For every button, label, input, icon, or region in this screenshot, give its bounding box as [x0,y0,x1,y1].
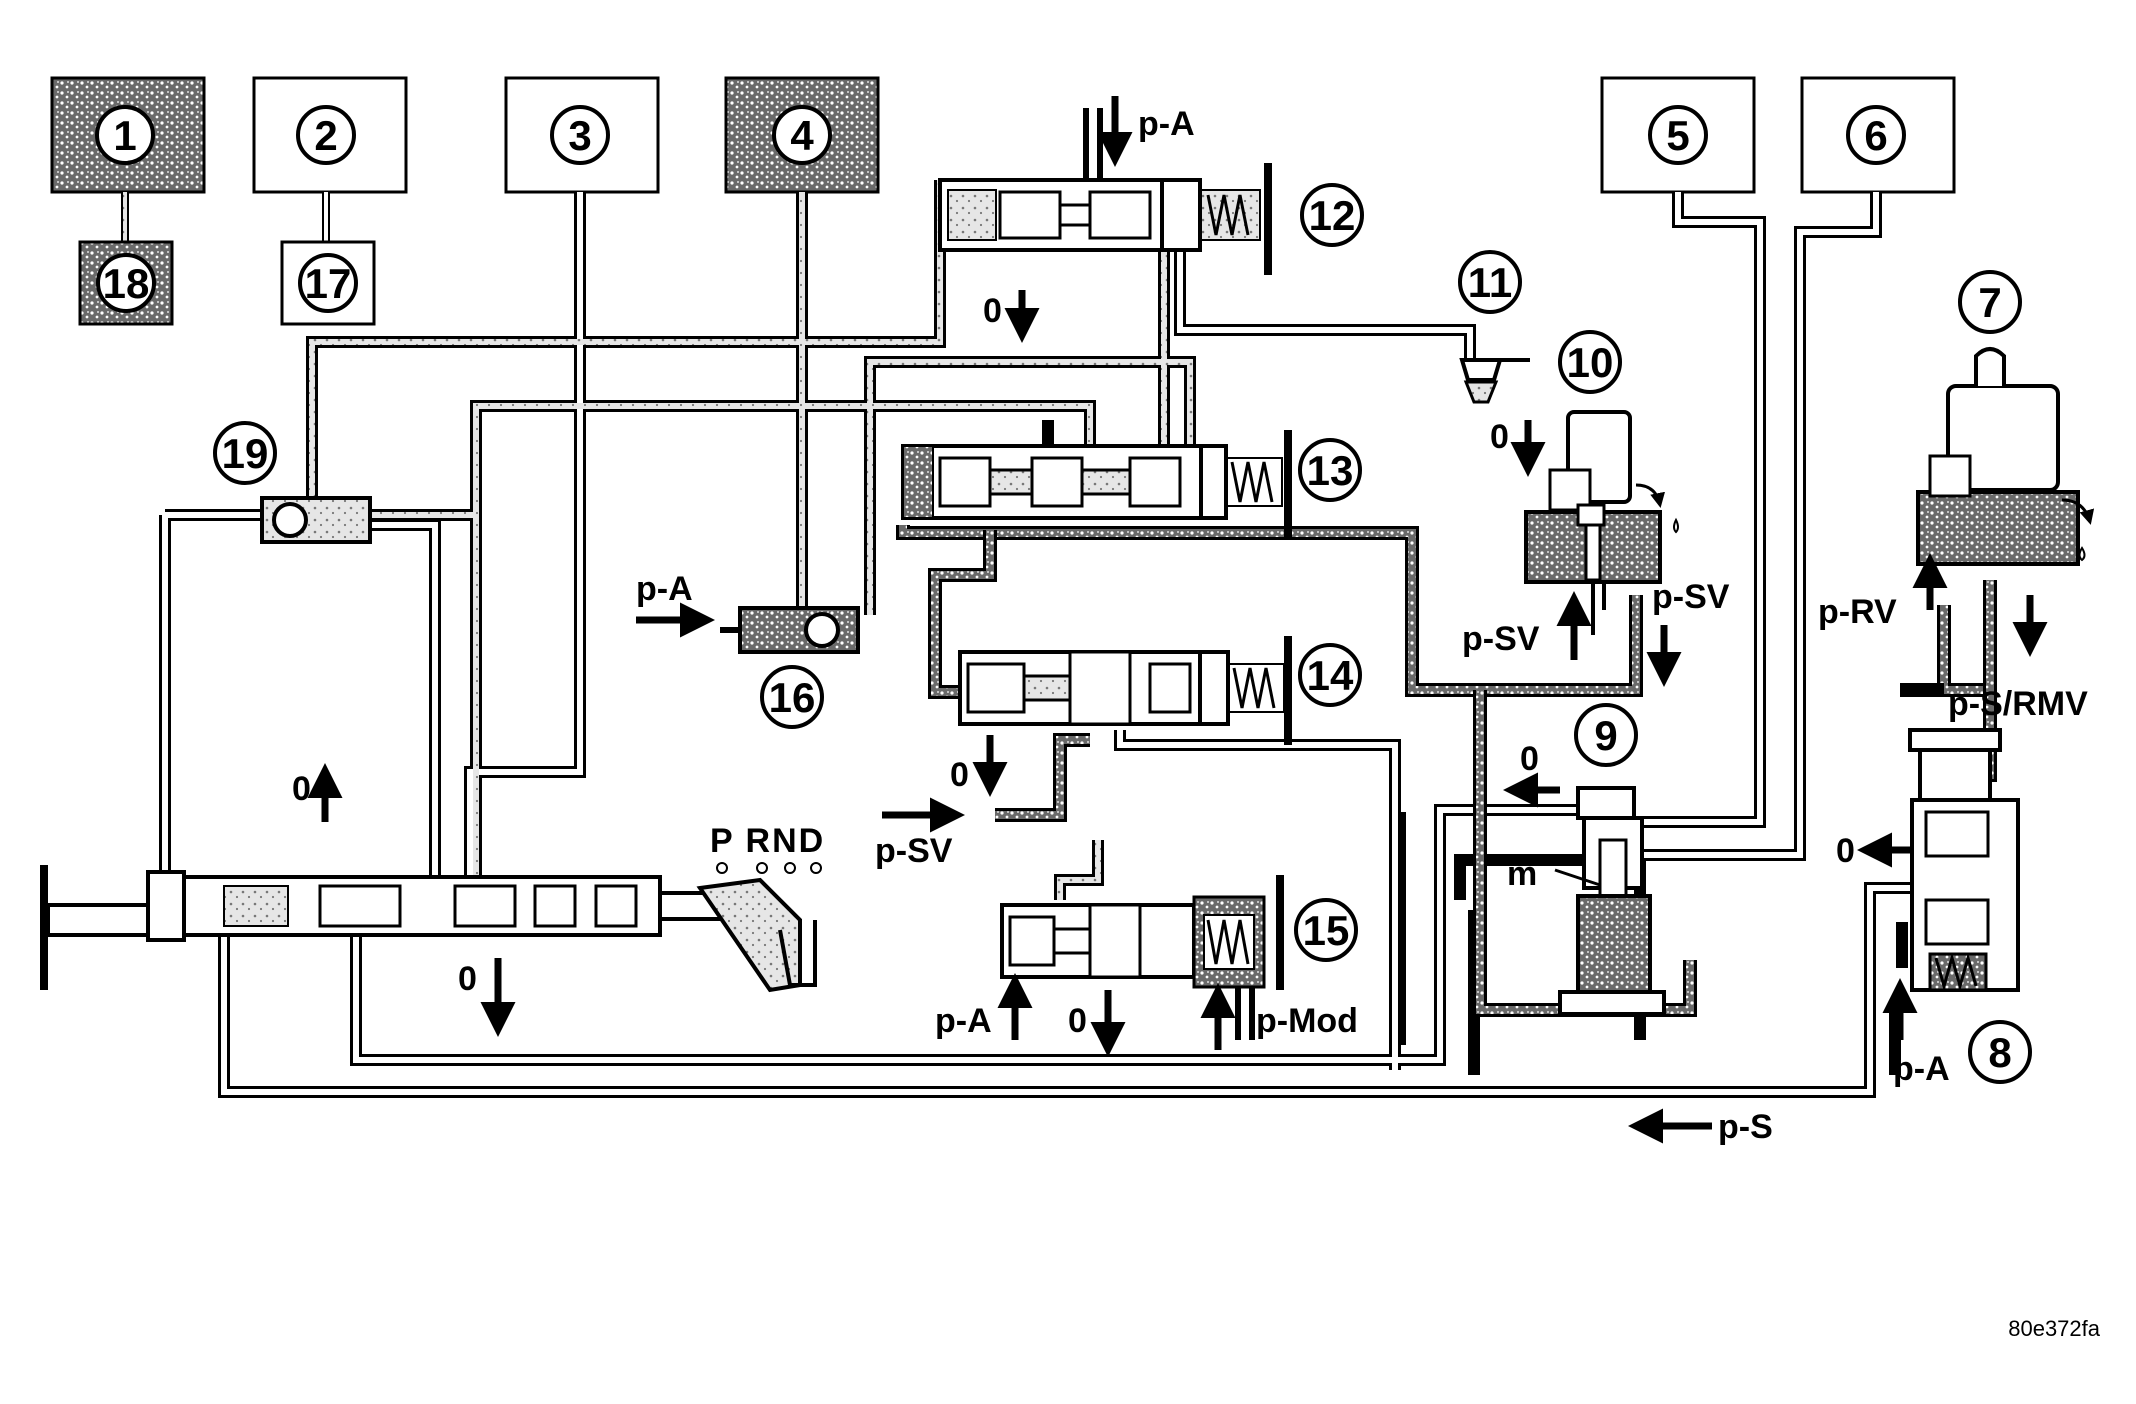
label-p-s-rmv: p-S/RMV [1948,685,2088,723]
component-1-label: 1 [113,112,136,159]
svg-text:9: 9 [1594,712,1617,759]
shuttle-valve-16 [720,606,860,654]
component-18-label: 18 [103,260,150,307]
pressure-labels: p-A p-A p-A p-A p-SV p-SV p-SV p-RV p-S/… [636,105,2088,1146]
label-m: m [1507,855,1537,893]
exhaust-labels: 0 0 0 0 0 0 0 0 [292,292,1855,1040]
callout-12: 12 [1300,183,1364,247]
shuttle-valve-19 [260,496,372,544]
label-p-sv-10b: p-SV [1652,578,1730,616]
component-3-label: 3 [568,112,591,159]
callout-13: 13 [1298,438,1362,502]
flow-arrows [307,96,2048,1144]
label-p-mod: p-Mod [1256,1002,1358,1040]
callout-8: 8 [1968,1020,2032,1084]
exhaust-0-selector-up: 0 [292,770,311,808]
exhaust-0-11: 0 [1490,418,1509,456]
exhaust-0-9: 0 [1520,740,1539,778]
component-1: 1 [50,76,206,194]
component-5: 5 [1600,76,1756,194]
callout-14: 14 [1298,643,1362,707]
callout-15: 15 [1294,898,1358,962]
component-2: 2 [252,76,408,194]
orifice-11 [1459,358,1530,404]
label-p-a-top: p-A [1138,105,1195,143]
valve-8 [1908,728,2020,992]
valve-15 [1000,875,1284,1040]
svg-text:12: 12 [1309,192,1356,239]
callout-7: 7 [1958,270,2022,334]
label-p-a-16: p-A [636,570,693,608]
component-4-label: 4 [790,112,814,159]
label-p-a-15: p-A [935,1002,992,1040]
exhaust-0-14: 0 [950,756,969,794]
label-p-sv-left: p-SV [875,832,953,870]
label-p-a-8: p-A [1893,1050,1950,1088]
svg-text:14: 14 [1307,652,1354,699]
svg-text:16: 16 [769,674,816,721]
component-4: 4 [724,76,880,194]
exhaust-0-12: 0 [983,292,1002,330]
exhaust-0-selector-down: 0 [458,960,477,998]
image-code: 80e372fa [2008,1316,2101,1341]
component-3: 3 [504,76,660,194]
exhaust-0-15: 0 [1068,1002,1087,1040]
callout-9: 9 [1574,703,1638,767]
callout-16: 16 [760,665,824,729]
valve-12 [938,108,1272,275]
label-p-sv-10a: p-SV [1462,620,1540,658]
component-17-label: 17 [305,260,352,307]
callout-10: 10 [1558,330,1622,394]
component-17: 17 [280,240,376,326]
svg-text:10: 10 [1567,339,1614,386]
component-6: 6 [1800,76,1956,194]
component-5-label: 5 [1666,112,1689,159]
component-18: 18 [78,240,174,326]
svg-text:7: 7 [1978,279,2001,326]
component-6-label: 6 [1864,112,1887,159]
svg-text:19: 19 [222,430,269,477]
solenoid-10 [1524,410,1679,635]
hydraulic-lines [159,180,1925,1098]
callout-19: 19 [213,421,277,485]
callout-11: 11 [1458,250,1522,314]
label-p-rv: p-RV [1818,593,1897,631]
valve-13 [901,430,1292,540]
manual-valve [40,862,822,993]
svg-text:15: 15 [1303,907,1350,954]
solenoid-7 [1916,347,2095,566]
svg-text:11: 11 [1468,259,1512,306]
valve-14 [958,636,1292,745]
exhaust-0-8: 0 [1836,832,1855,870]
svg-text:13: 13 [1307,447,1354,494]
valve-9 [1554,786,1666,1016]
label-p-s: p-S [1718,1108,1773,1146]
svg-text:8: 8 [1988,1029,2011,1076]
component-2-label: 2 [314,112,337,159]
selector-positions-label: P RND [710,822,825,860]
